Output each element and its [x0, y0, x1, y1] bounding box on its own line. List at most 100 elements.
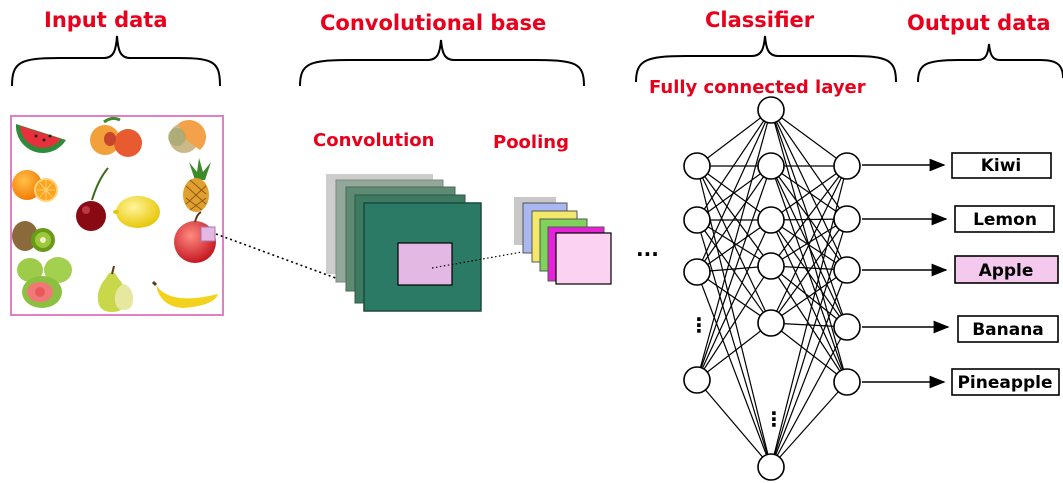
patch-to-conv-arrow: [215, 233, 392, 300]
network-edge: [770, 269, 848, 324]
neuron-layer-3: [833, 256, 861, 284]
output-label-apple: Apple: [979, 261, 1034, 281]
output-box: [954, 205, 1055, 233]
kiwi-icon: [12, 221, 55, 252]
network-edge: [770, 326, 848, 468]
network-edge: [770, 165, 848, 271]
pooling-label: Pooling: [493, 132, 569, 153]
pool-top-map: [555, 232, 612, 285]
output-box: [957, 315, 1059, 343]
neuron-layer-2: [757, 252, 785, 280]
network-edge: [770, 109, 848, 167]
network-edge: [770, 165, 848, 221]
network-edge: [696, 322, 772, 381]
output-row-2: Apple: [862, 255, 1059, 284]
convolution-feature-maps: [326, 174, 482, 312]
output-data-title: Output data: [907, 11, 1051, 35]
network-edge: [696, 379, 772, 468]
network-edge: [770, 165, 848, 328]
output-label-pineapple: Pineapple: [957, 373, 1052, 393]
output-label-kiwi: Kiwi: [981, 156, 1022, 176]
network-edge: [770, 218, 848, 267]
neuron-layer-3: [833, 205, 861, 233]
output-brace: [917, 43, 1063, 83]
network-edge: [770, 219, 848, 383]
network-edge: [770, 219, 848, 328]
classifier-brace: [635, 35, 897, 83]
neuron-layer-3: [833, 152, 861, 180]
neuron-layer-2: [757, 96, 785, 124]
watermelon-icon: [15, 124, 67, 153]
network-edge: [770, 322, 848, 383]
neuron-layer-1: [683, 206, 711, 234]
network-edge: [696, 165, 772, 221]
hidden-layer-dots: ⋮: [764, 407, 784, 431]
output-box: [951, 368, 1060, 396]
input-layer-dots: ⋮: [689, 313, 709, 337]
conv-patch: [397, 242, 453, 286]
neuron-layer-3: [833, 313, 861, 341]
network-edge: [770, 269, 848, 468]
conv-base-brace: [299, 39, 585, 87]
output-row-3: Banana: [862, 315, 1059, 343]
neuron-layer-1: [683, 152, 711, 180]
classifier-title: Classifier: [705, 8, 815, 32]
network-edge: [696, 265, 772, 381]
banana-icon: [151, 280, 218, 308]
network-edge: [696, 219, 772, 468]
network-edge: [696, 165, 772, 381]
convolutional-base-title: Convolutional base: [320, 11, 546, 35]
output-row-0: Kiwi: [862, 152, 1052, 179]
output-label-banana: Banana: [972, 320, 1044, 340]
output-box-highlighted: [954, 255, 1059, 284]
cherry-icon: [76, 167, 109, 231]
output-row-1: Lemon: [862, 205, 1055, 233]
input-patch: [200, 226, 216, 242]
network-edge: [770, 218, 848, 468]
network-edge: [770, 109, 848, 220]
neuron-layer-1: [683, 258, 711, 286]
output-label-lemon: Lemon: [973, 210, 1037, 230]
guava-icon: [17, 257, 72, 308]
convolution-label: Convolution: [313, 130, 434, 151]
network-connections: [696, 109, 848, 468]
network-edge: [696, 109, 772, 221]
network-edge: [696, 165, 772, 273]
network-edge: [770, 265, 848, 383]
network-edge: [770, 165, 848, 267]
input-brace: [11, 35, 221, 87]
input-data-title: Input data: [44, 8, 168, 32]
neuron-layer-1: [683, 366, 711, 394]
input-fruit-image: [10, 115, 224, 316]
network-edge: [696, 219, 772, 381]
ellipsis: ...: [636, 237, 659, 261]
network-edge: [770, 165, 848, 324]
output-row-4: Pineapple: [862, 368, 1060, 396]
network-edge: [696, 109, 772, 167]
network-edge: [696, 271, 772, 468]
pineapple-icon: [183, 158, 211, 212]
network-edge: [770, 381, 848, 468]
fully-connected-label: Fully connected layer: [649, 77, 866, 98]
output-box: [951, 152, 1052, 179]
neuron-layer-2: [757, 309, 785, 337]
neuron-layer-3: [833, 368, 861, 396]
cantaloupe-icon: [168, 119, 207, 153]
neuron-layer-2: [757, 453, 785, 481]
neuron-layer-2: [757, 152, 785, 180]
network-edge: [696, 109, 772, 381]
network-edge: [696, 271, 772, 324]
neuron-layer-2: [757, 206, 785, 234]
lemon-icon: [113, 196, 160, 228]
pooling-feature-maps: [514, 197, 612, 285]
peach-icon: [90, 116, 142, 157]
network-edge: [696, 165, 772, 267]
orange-icon: [12, 170, 58, 202]
network-nodes: [683, 96, 861, 481]
network-edge: [770, 109, 848, 271]
pear-icon: [97, 265, 134, 312]
network-edge: [696, 109, 772, 273]
conv-to-pool-arrow: [431, 241, 569, 269]
network-edge: [770, 218, 848, 324]
